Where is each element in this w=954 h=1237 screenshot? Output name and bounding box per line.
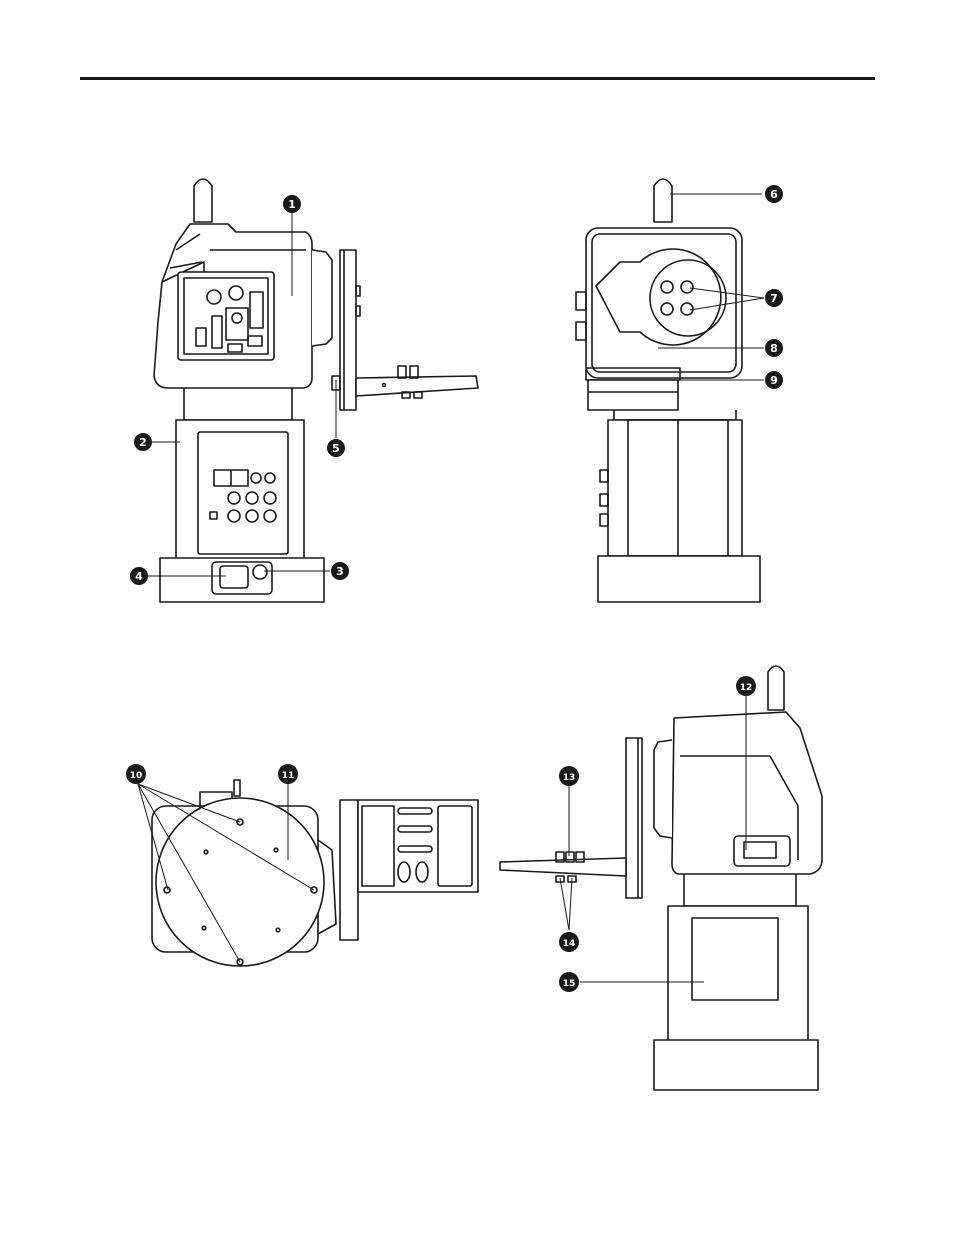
view-front-left bbox=[154, 179, 478, 602]
svg-text:15: 15 bbox=[563, 979, 576, 989]
svg-text:1: 1 bbox=[288, 198, 296, 211]
callout-4: 4 bbox=[130, 567, 148, 585]
svg-text:12: 12 bbox=[740, 683, 753, 693]
svg-text:10: 10 bbox=[130, 771, 143, 781]
callout-5: 5 bbox=[327, 439, 345, 457]
callout-12: 12 bbox=[736, 676, 756, 696]
svg-text:6: 6 bbox=[770, 188, 778, 201]
callout-2: 2 bbox=[134, 433, 152, 451]
callout-13: 13 bbox=[559, 766, 579, 786]
svg-text:2: 2 bbox=[139, 436, 147, 449]
callout-10: 10 bbox=[126, 764, 146, 784]
callout-9: 9 bbox=[765, 371, 783, 389]
callout-15: 15 bbox=[559, 972, 579, 992]
svg-text:5: 5 bbox=[332, 442, 340, 455]
svg-text:9: 9 bbox=[770, 374, 778, 387]
callout-11: 11 bbox=[278, 764, 298, 784]
callout-8: 8 bbox=[765, 339, 783, 357]
callout-3: 3 bbox=[331, 562, 349, 580]
svg-text:7: 7 bbox=[770, 292, 778, 305]
view-side-right bbox=[576, 179, 760, 602]
svg-text:11: 11 bbox=[282, 771, 295, 781]
callout-6: 6 bbox=[765, 185, 783, 203]
svg-text:3: 3 bbox=[336, 565, 344, 578]
svg-text:4: 4 bbox=[135, 570, 143, 583]
callout-1: 1 bbox=[283, 195, 301, 213]
svg-text:8: 8 bbox=[770, 342, 778, 355]
svg-text:13: 13 bbox=[563, 773, 576, 783]
view-rear-right bbox=[500, 666, 822, 1090]
svg-text:14: 14 bbox=[563, 939, 576, 949]
callout-7: 7 bbox=[765, 289, 783, 307]
callout-14: 14 bbox=[559, 932, 579, 952]
